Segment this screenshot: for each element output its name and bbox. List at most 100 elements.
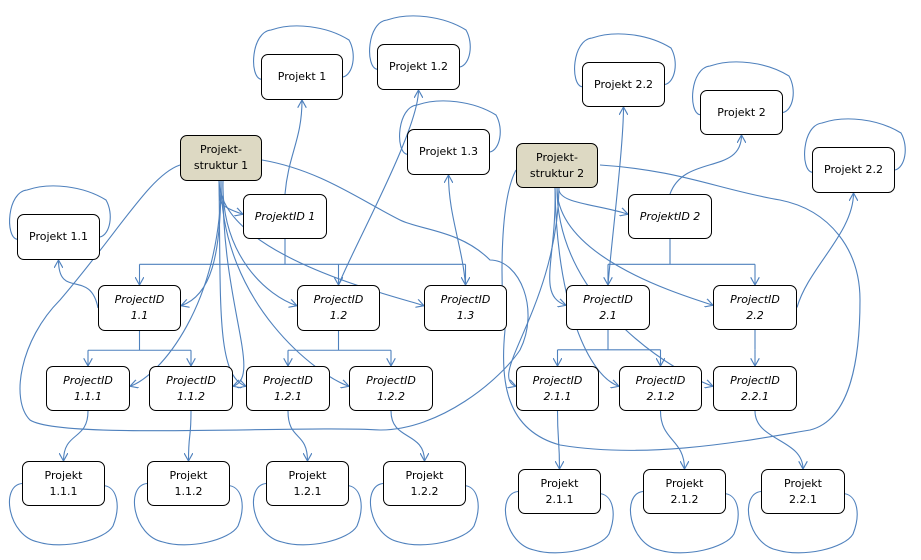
node-label-line: ProjectID bbox=[730, 373, 780, 387]
self-loop-edge bbox=[133, 482, 243, 546]
node-label-line: 1.1.1 bbox=[74, 389, 102, 403]
node-label-line: 1.1 bbox=[130, 309, 149, 322]
project-node: Projekt 2.1.2 bbox=[643, 469, 726, 514]
project-id-node: ProjektID 1 bbox=[243, 194, 327, 239]
node-label-line: Projekt bbox=[169, 468, 208, 482]
node-label-line: Projekt 1 bbox=[277, 70, 327, 83]
reference-edge bbox=[659, 410, 685, 469]
reference-edge bbox=[607, 107, 624, 286]
node-label-line: 2.2.1 bbox=[741, 389, 769, 403]
self-loop-edge bbox=[399, 100, 501, 155]
node-label-line: 2.1.1 bbox=[543, 389, 572, 403]
node-label-line: ProjectID bbox=[532, 373, 583, 387]
root-edge bbox=[558, 187, 628, 214]
node-label-line: Projekt bbox=[665, 476, 704, 490]
node-label-line: Projekt 2.2 bbox=[824, 163, 883, 176]
self-loop-edge bbox=[253, 25, 354, 80]
node-label-line: 1.2.1 bbox=[293, 484, 322, 498]
self-loop-edge bbox=[369, 15, 471, 70]
root-edge bbox=[218, 180, 424, 306]
project-node: Projekt 1.1.2 bbox=[147, 461, 230, 506]
node-label-line: 2.1.2 bbox=[646, 389, 675, 403]
root-edge bbox=[509, 187, 560, 386]
node-label-line: 1.2.1 bbox=[274, 389, 302, 403]
self-loop-edge bbox=[804, 118, 906, 173]
project-node: Projekt 1 bbox=[261, 54, 343, 100]
self-loop-edge bbox=[9, 185, 111, 240]
node-label-line: ProjectID bbox=[635, 373, 686, 387]
self-loop-edge bbox=[574, 33, 676, 88]
structure-2-outline bbox=[501, 164, 861, 451]
project-node: Projekt 2.2 bbox=[812, 147, 895, 193]
project-node: Projekt 2 bbox=[700, 90, 783, 135]
node-label-line: Projekt 1.3 bbox=[419, 145, 478, 158]
node-label-line: Projekt bbox=[540, 476, 579, 490]
reference-edge bbox=[754, 410, 803, 469]
structure-node: Projekt-struktur 2 bbox=[516, 143, 598, 188]
reference-edge bbox=[337, 90, 419, 286]
root-edge bbox=[220, 180, 349, 386]
node-label-line: 1.1.2 bbox=[174, 484, 203, 498]
node-label-line: 1.1.1 bbox=[49, 484, 78, 498]
node-label-line: 1.2.2 bbox=[377, 389, 405, 403]
project-id-node: ProjectID 2.2.1 bbox=[713, 366, 797, 411]
project-id-node: ProjektID 2 bbox=[628, 194, 712, 239]
project-id-node: ProjectID 1.1 bbox=[98, 285, 181, 331]
reference-edge bbox=[189, 410, 192, 461]
node-label-line: 2.1.2 bbox=[670, 492, 699, 506]
root-edge bbox=[222, 180, 297, 306]
node-label-line: Projekt 1.2 bbox=[389, 60, 448, 73]
project-node: Projekt 2.2.1 bbox=[761, 469, 845, 514]
node-label-line: 1.3 bbox=[456, 309, 475, 322]
node-label-line: 2.2.1 bbox=[789, 492, 817, 506]
project-node: Projekt 1.1 bbox=[17, 214, 100, 260]
node-label-line: 1.2 bbox=[329, 309, 348, 322]
reference-edge bbox=[59, 260, 99, 309]
reference-edge bbox=[390, 410, 425, 461]
reference-edge bbox=[669, 135, 742, 195]
self-loop-edge bbox=[747, 490, 858, 554]
node-label-line: ProjectID bbox=[114, 293, 165, 306]
node-label-line: Projekt 2 bbox=[717, 105, 766, 119]
node-label-line: ProjectID bbox=[730, 292, 780, 306]
self-loop-edge bbox=[369, 482, 479, 546]
project-node: Projekt 1.3 bbox=[407, 129, 490, 175]
self-loop-edge bbox=[8, 482, 118, 546]
node-label-line: 2.2 bbox=[746, 308, 764, 322]
reference-edge bbox=[64, 410, 89, 461]
node-label-line: struktur 1 bbox=[193, 159, 249, 172]
node-label-line: Projekt- bbox=[536, 150, 578, 164]
node-label-line: ProjectID bbox=[440, 293, 491, 306]
node-label-line: ProjectID bbox=[313, 293, 364, 306]
project-node: Projekt 1.1.1 bbox=[22, 461, 105, 506]
node-label-line: Projekt bbox=[784, 476, 822, 490]
self-loop-edge bbox=[504, 490, 614, 554]
node-label-line: ProjectID bbox=[583, 292, 633, 306]
reference-edge bbox=[449, 175, 467, 286]
project-id-node: ProjectID 1.2 bbox=[297, 285, 380, 331]
project-id-node: ProjectID 2.2 bbox=[713, 285, 797, 330]
self-loop-edge bbox=[692, 61, 794, 116]
root-edge bbox=[556, 187, 713, 305]
node-label-line: Projekt- bbox=[200, 143, 242, 156]
root-edge bbox=[218, 180, 246, 386]
reference-edge bbox=[796, 193, 854, 308]
project-id-node: ProjectID 2.1 bbox=[566, 285, 650, 330]
node-label-line: 2.1 bbox=[599, 308, 617, 322]
structure-node: Projekt-struktur 1 bbox=[180, 135, 262, 181]
project-id-node: ProjectID 1.3 bbox=[424, 285, 507, 331]
project-id-node: ProjectID 2.1.2 bbox=[619, 366, 702, 411]
node-label-line: ProjectID bbox=[366, 373, 416, 387]
reference-edge bbox=[287, 410, 308, 461]
node-label-line: Projekt bbox=[44, 468, 83, 482]
node-label-line: ProjectID bbox=[166, 373, 216, 387]
node-label-line: 1.2.2 bbox=[410, 484, 439, 498]
node-label-line: 2.1.1 bbox=[545, 492, 574, 506]
project-node: Projekt 1.2 bbox=[377, 44, 460, 90]
node-label-line: ProjectID bbox=[63, 373, 113, 387]
reference-edge bbox=[558, 410, 560, 469]
